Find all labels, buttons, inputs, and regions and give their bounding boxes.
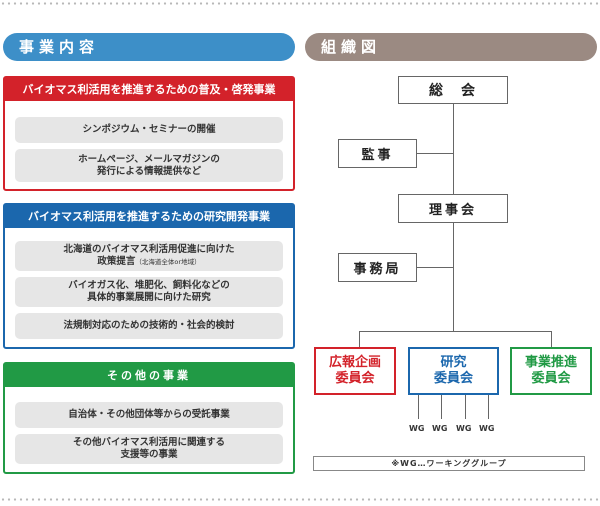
business-header: 事業内容	[3, 33, 295, 61]
secretariat-connector	[417, 267, 453, 268]
committee-bus	[359, 331, 551, 332]
bottom-dotted-divider	[0, 498, 600, 501]
org-header: 組織図	[305, 33, 597, 61]
wg-label: WG	[409, 424, 425, 433]
wg-line	[418, 395, 419, 419]
business-committee-box: 事業推進委員会	[510, 347, 592, 395]
wg-label: WG	[456, 424, 472, 433]
list-item: ホームページ、メールマガジンの 発行による情報提供など	[15, 149, 283, 182]
wg-label: WG	[432, 424, 448, 433]
research-committee-box: 研究委員会	[408, 347, 499, 395]
list-item: 自治体・その他団体等からの受託事業	[15, 402, 283, 428]
wg-note: ※WG…ワーキンググループ	[313, 456, 585, 471]
wg-line	[441, 395, 442, 419]
list-item: その他バイオマス利活用に関連する 支援等の事業	[15, 434, 283, 464]
section-title: バイオマス利活用を推進するための普及・啓発事業	[5, 78, 293, 101]
section-other: その他の事業 自治体・その他団体等からの受託事業 その他バイオマス利活用に関連す…	[3, 362, 295, 474]
section-title: その他の事業	[5, 364, 293, 387]
list-item: 法規制対応のための技術的・社会的検討	[15, 313, 283, 339]
committee-drop	[359, 331, 360, 347]
auditor-connector	[417, 153, 453, 154]
list-item: バイオガス化、堆肥化、飼料化などの 具体的事業展開に向けた研究	[15, 277, 283, 307]
wg-label: WG	[479, 424, 495, 433]
section-title: バイオマス利活用を推進するための研究開発事業	[5, 205, 293, 228]
section-promotion: バイオマス利活用を推進するための普及・啓発事業 シンポジウム・セミナーの開催 ホ…	[3, 76, 295, 191]
committee-drop	[551, 331, 552, 347]
section-research: バイオマス利活用を推進するための研究開発事業 北海道のバイオマス利活用促進に向け…	[3, 203, 295, 349]
wg-line	[488, 395, 489, 419]
top-dotted-divider	[0, 2, 600, 5]
list-item: 北海道のバイオマス利活用促進に向けた 政策提言（北海道全体or地域）	[15, 241, 283, 271]
pr-committee-box: 広報企画委員会	[314, 347, 396, 395]
general-assembly-box: 総 会	[398, 76, 508, 104]
wg-line	[465, 395, 466, 419]
list-item: シンポジウム・セミナーの開催	[15, 117, 283, 143]
auditor-box: 監事	[338, 139, 417, 168]
secretariat-box: 事務局	[338, 253, 417, 282]
board-box: 理事会	[398, 194, 508, 223]
